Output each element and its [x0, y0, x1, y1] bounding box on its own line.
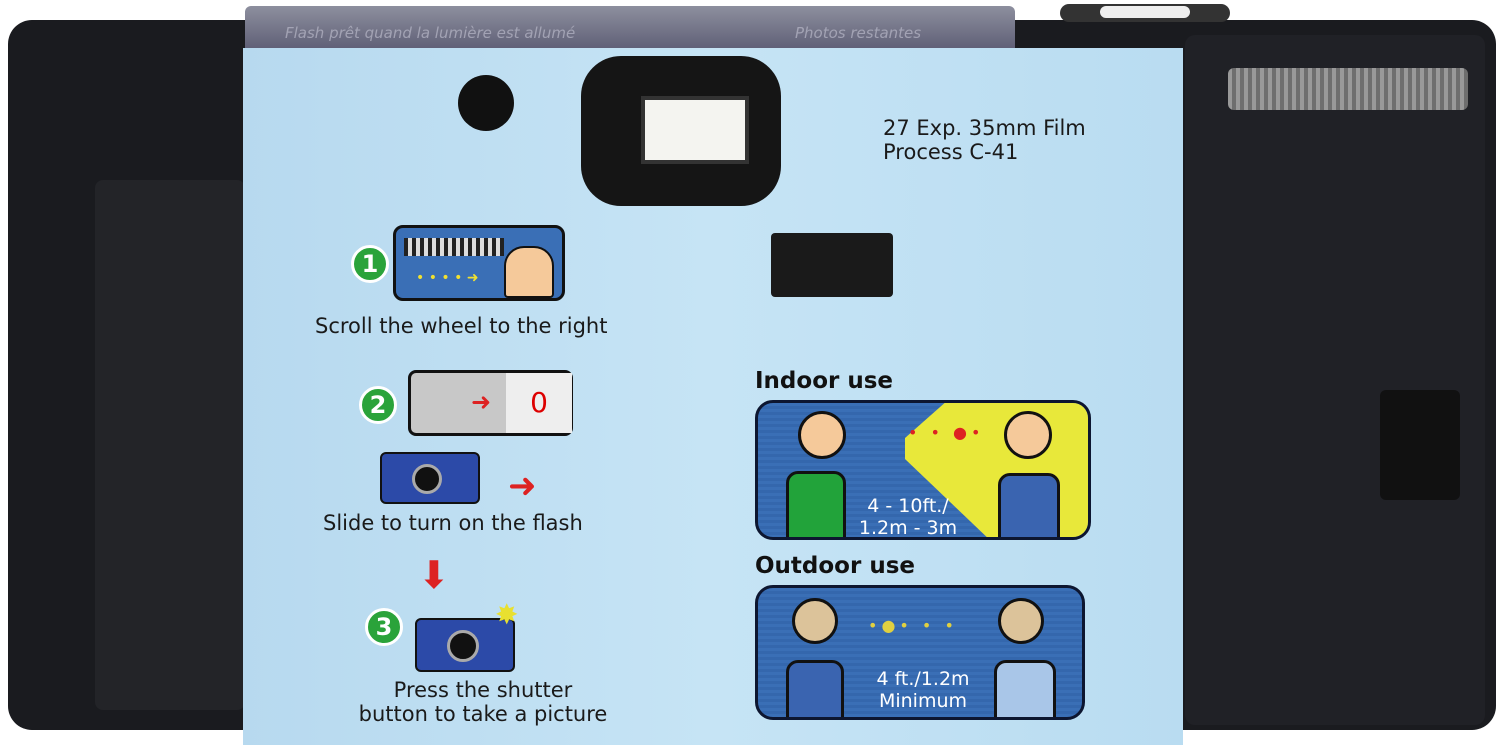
camera-right-side: [1185, 35, 1485, 725]
indoor-illustration: • • ●• 4 - 10ft./ 1.2m - 3m: [755, 400, 1091, 540]
outdoor-title: Outdoor use: [755, 553, 916, 579]
film-exposures: 27 Exp. 35mm Film: [883, 116, 1086, 140]
sensor-window: [771, 233, 893, 297]
outdoor-distance-ft: 4 ft./1.2m: [876, 668, 970, 690]
film-advance-wheel: [1228, 68, 1468, 110]
step-1-number: 1: [351, 245, 389, 283]
step-3-caption-1: Press the shutter: [393, 678, 573, 702]
lens-hole: [458, 75, 514, 131]
instruction-label: 27 Exp. 35mm Film Process C-41 1 • • • •…: [243, 48, 1183, 745]
viewfinder: [581, 56, 781, 206]
step-3-caption-2: button to take a picture: [358, 702, 608, 726]
indoor-distance-ft: 4 - 10ft./: [867, 495, 949, 517]
arrow-down-icon: ⬇: [418, 553, 450, 597]
camera-shutter-icon: [415, 618, 515, 672]
outdoor-distance-min: Minimum: [878, 690, 968, 712]
scroll-wheel-illustration: • • • • ➜: [393, 225, 565, 301]
shutter-button: [1060, 4, 1230, 22]
indoor-distance-m: 1.2m - 3m: [858, 517, 958, 539]
outdoor-illustration: •●• • • 4 ft./1.2m Minimum: [755, 585, 1085, 720]
flash-window: [1380, 390, 1460, 500]
step-2-caption: Slide to turn on the flash: [323, 511, 583, 535]
camera-icon: [380, 452, 480, 504]
step-3-number: 3: [365, 608, 403, 646]
step-2-number: 2: [359, 386, 397, 424]
film-process: Process C-41: [883, 140, 1019, 164]
photos-left-text: Photos restantes: [795, 24, 922, 42]
flash-ready-text: Flash prêt quand la lumière est allumé: [285, 24, 576, 42]
flash-burst-icon: ✸: [495, 598, 519, 631]
camera-grip: [95, 180, 245, 710]
indoor-title: Indoor use: [755, 368, 894, 394]
arrow-right-icon: ➜: [508, 466, 537, 506]
top-label: Flash prêt quand la lumière est allumé P…: [245, 6, 1015, 54]
step-1-caption: Scroll the wheel to the right: [315, 314, 608, 338]
flash-switch-illustration: 0 ➜: [408, 370, 573, 436]
